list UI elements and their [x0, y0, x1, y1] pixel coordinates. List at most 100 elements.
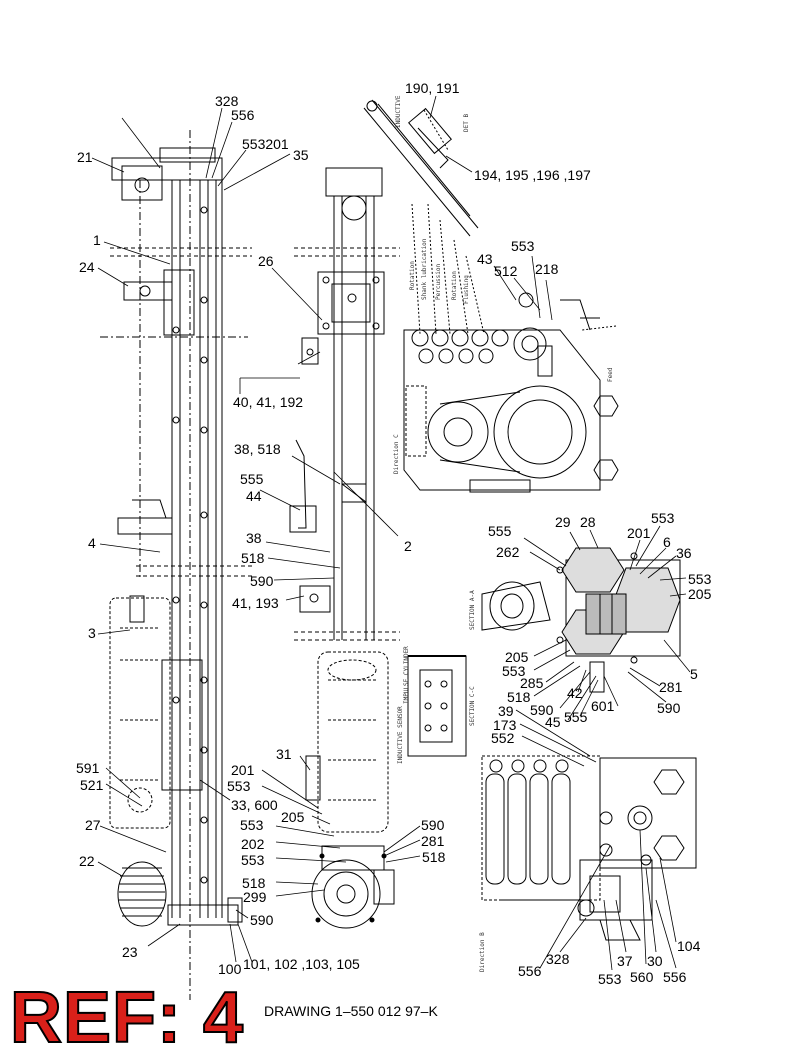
callout-41-193: 41, 193: [232, 595, 279, 611]
callout-39: 39: [498, 703, 514, 719]
callout-201-b: 201: [231, 762, 255, 778]
callout-22: 22: [79, 853, 95, 869]
callout-553-h: 553: [241, 852, 265, 868]
callout-555-c: 555: [564, 709, 588, 725]
callout-42: 42: [567, 685, 583, 701]
callout-591: 591: [76, 760, 100, 776]
callout-553-i: 553: [598, 971, 622, 987]
callout-43: 43: [477, 251, 493, 267]
hose-label-2: Shank lubrication: [421, 238, 428, 300]
callout-31: 31: [276, 746, 292, 762]
callout-36: 36: [676, 545, 692, 561]
callout-553-g: 553: [240, 817, 264, 833]
callout-590-b: 590: [530, 702, 554, 718]
label-det-b: DET B: [463, 114, 470, 132]
callout-560: 560: [630, 969, 654, 985]
leader-lines: [91, 95, 691, 971]
callout-590-e: 590: [421, 817, 445, 833]
section-a-a-view: [481, 547, 681, 693]
callout-553: 553: [511, 238, 535, 254]
feed-beam-left: [100, 130, 252, 1000]
callout-328: 328: [215, 93, 239, 109]
label-inductive-sensor: INDUCTIVE SENSOR: [397, 706, 404, 764]
callout-28: 28: [580, 514, 596, 530]
callout-205-c: 205: [281, 809, 305, 825]
label-impulse-cylinder: IMPULSE CYLINDER: [403, 646, 410, 704]
callout-100: 100: [218, 961, 242, 977]
callout-590: 590: [250, 573, 274, 589]
callout-21: 21: [77, 149, 93, 165]
callout-173: 173: [493, 717, 517, 733]
callout-202: 202: [241, 836, 265, 852]
callout-44: 44: [246, 488, 262, 504]
callout-590-d: 590: [250, 912, 274, 928]
callout-518-b: 518: [507, 689, 531, 705]
callout-38-518: 38, 518: [234, 441, 281, 457]
callout-518: 518: [241, 550, 265, 566]
label-section-aa: SECTION A-A: [469, 590, 476, 630]
callout-555-b: 555: [488, 523, 512, 539]
callout-30: 30: [647, 953, 663, 969]
label-inductive: INDUCTIVE: [395, 95, 402, 128]
label-direction-c: Direction C: [393, 434, 400, 474]
callout-601: 601: [591, 698, 615, 714]
hose-label-6: Feed: [607, 367, 614, 382]
callout-262: 262: [496, 544, 520, 560]
callout-553-f: 553: [227, 778, 251, 794]
callout-2: 2: [404, 538, 412, 554]
callout-556: 556: [231, 107, 255, 123]
hose-label-4: Rotation: [451, 271, 458, 300]
callout-555: 555: [240, 471, 264, 487]
callout-45: 45: [545, 714, 561, 730]
callout-29: 29: [555, 514, 571, 530]
callout-205-b: 205: [505, 649, 529, 665]
direction-b-view: [481, 755, 697, 941]
callout-512: 512: [494, 263, 518, 279]
callout-1: 1: [93, 232, 101, 248]
callout-328-b: 328: [546, 951, 570, 967]
callout-101-102-103-105: 101, 102 ,103, 105: [243, 956, 360, 972]
label-direction-b: Direction B: [479, 932, 486, 972]
callout-35: 35: [293, 147, 309, 163]
callout-553-e: 553: [502, 663, 526, 679]
feed-beam-center: [289, 167, 400, 929]
callout-285: 285: [520, 675, 544, 691]
callout-27: 27: [85, 817, 101, 833]
detail-b-view: [363, 99, 479, 237]
callout-104: 104: [677, 938, 701, 954]
callout-6: 6: [663, 534, 671, 550]
callout-23: 23: [122, 944, 138, 960]
callout-190-191: 190, 191: [405, 80, 460, 96]
callout-281: 281: [659, 679, 683, 695]
callout-556-b: 556: [518, 963, 542, 979]
section-c-c-view: [407, 655, 467, 757]
drawing-number: DRAWING 1–550 012 97–K: [264, 1003, 438, 1019]
callout-3: 3: [88, 625, 96, 641]
hose-label-3: Percussion: [435, 263, 442, 300]
callout-205: 205: [688, 586, 712, 602]
callout-24: 24: [79, 259, 95, 275]
callout-556-c: 556: [663, 969, 687, 985]
hose-label-1: Rotation: [409, 261, 416, 290]
direction-c-view: [403, 203, 619, 493]
callout-201: 201: [627, 525, 651, 541]
callout-518-c: 518: [242, 875, 266, 891]
callout-37: 37: [617, 953, 633, 969]
section-titles: INDUCTIVE DET B Direction C SECTION A-A …: [393, 95, 614, 972]
callout-553-c: 553: [651, 510, 675, 526]
callout-38: 38: [246, 530, 262, 546]
ref-stamp: REF: 4: [9, 978, 245, 1058]
callout-26: 26: [258, 253, 274, 269]
callout-590-c: 590: [657, 700, 681, 716]
callout-194-195-196-197: 194, 195 ,196 ,197: [474, 167, 591, 183]
callout-299: 299: [243, 889, 267, 905]
callout-218: 218: [535, 261, 559, 277]
callout-518-d: 518: [422, 849, 446, 865]
callout-552: 552: [491, 730, 515, 746]
callout-4: 4: [88, 535, 96, 551]
label-section-cc: SECTION C-C: [469, 686, 476, 726]
callout-5: 5: [690, 666, 698, 682]
callout-553-d: 553: [688, 571, 712, 587]
callout-281-b: 281: [421, 833, 445, 849]
